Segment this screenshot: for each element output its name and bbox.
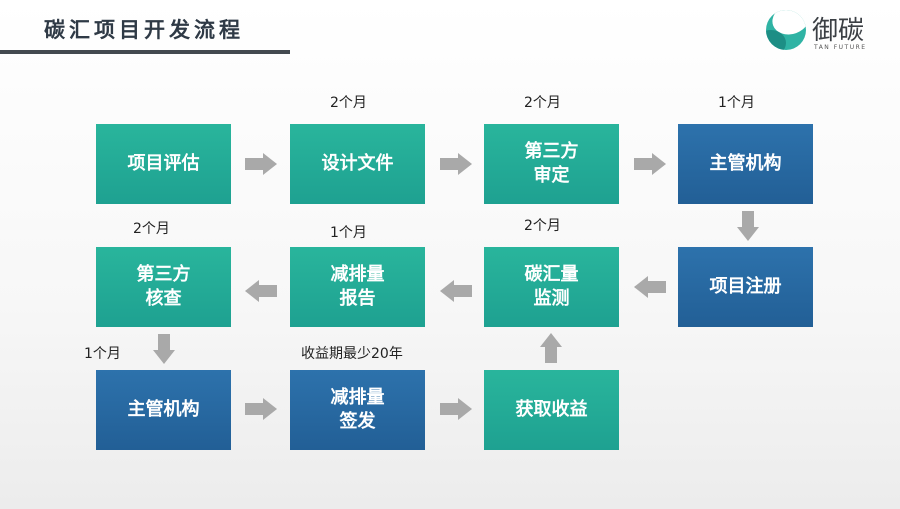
arrow-left-icon	[440, 280, 472, 302]
step-label-line1: 第三方	[136, 264, 191, 285]
logo-subtitle: TAN FUTURE	[814, 44, 867, 51]
step-project-assessment: 项目评估	[96, 124, 231, 204]
duration-label: 收益期最少20年	[301, 346, 403, 362]
duration-label: 1个月	[718, 95, 755, 111]
step-label-line1: 减排量	[330, 387, 385, 408]
step-label-line2: 监测	[533, 288, 570, 309]
step-label: 获取收益	[515, 399, 588, 420]
step-label: 主管机构	[709, 153, 782, 174]
step-design-document: 设计文件	[290, 124, 425, 204]
step-emission-reduction-report: 减排量 报告	[290, 247, 425, 327]
step-label-line1: 第三方	[524, 141, 579, 162]
step-project-registration: 项目注册	[678, 247, 813, 327]
step-label-line2: 签发	[339, 411, 376, 432]
step-label-line2: 审定	[533, 165, 570, 186]
step-label: 主管机构	[127, 399, 200, 420]
step-label-line1: 碳汇量	[524, 264, 579, 285]
step-authority-issuance-review: 主管机构	[96, 370, 231, 450]
duration-label: 2个月	[524, 95, 561, 111]
arrow-right-icon	[634, 153, 666, 175]
arrow-left-icon	[245, 280, 277, 302]
duration-label: 2个月	[524, 218, 561, 234]
arrow-right-icon	[440, 153, 472, 175]
brand-logo: 御碳 TAN FUTURE	[766, 10, 886, 56]
duration-label: 2个月	[133, 221, 170, 237]
arrow-right-icon	[245, 398, 277, 420]
arrow-down-icon	[153, 334, 175, 364]
step-emission-reduction-issuance: 减排量 签发	[290, 370, 425, 450]
arrow-right-icon	[440, 398, 472, 420]
duration-label: 1个月	[84, 346, 121, 362]
arrow-right-icon	[245, 153, 277, 175]
step-third-party-verification: 第三方 核查	[96, 247, 231, 327]
title-underline	[0, 50, 290, 54]
duration-label: 1个月	[330, 225, 367, 241]
duration-label: 2个月	[330, 95, 367, 111]
step-authority-review: 主管机构	[678, 124, 813, 204]
step-carbon-sink-monitoring: 碳汇量 监测	[484, 247, 619, 327]
step-label-line2: 核查	[145, 288, 182, 309]
arrow-left-icon	[634, 276, 666, 298]
arrow-up-icon	[540, 333, 562, 363]
step-label-line2: 报告	[339, 288, 376, 309]
step-label-line1: 减排量	[330, 264, 385, 285]
page-title: 碳汇项目开发流程	[44, 18, 244, 42]
step-label: 项目注册	[709, 276, 782, 297]
logo-icon	[766, 10, 806, 50]
logo-name: 御碳	[812, 16, 865, 46]
step-third-party-validation: 第三方 审定	[484, 124, 619, 204]
step-label: 设计文件	[321, 153, 394, 174]
step-label: 项目评估	[127, 153, 200, 174]
step-obtain-revenue: 获取收益	[484, 370, 619, 450]
arrow-down-icon	[737, 211, 759, 241]
